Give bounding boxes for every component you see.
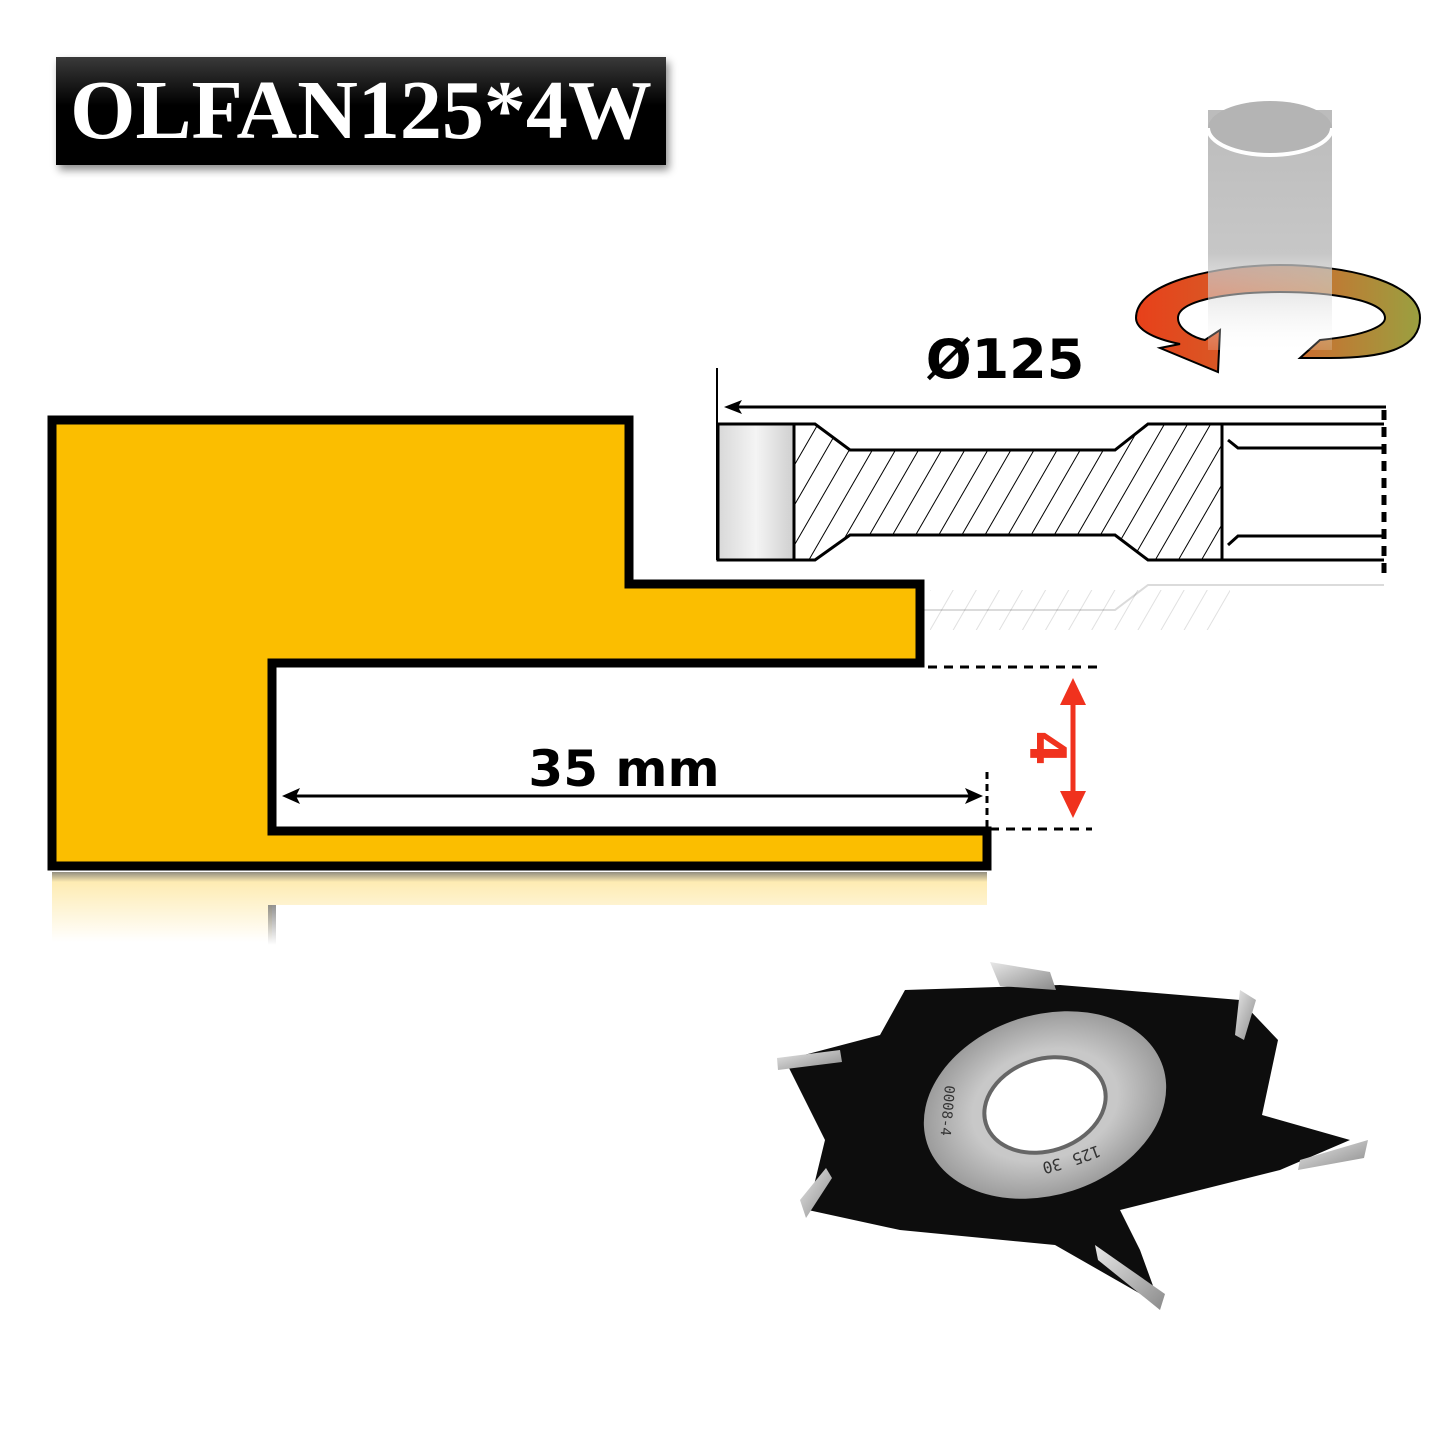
cutter-cross-section bbox=[716, 410, 1387, 630]
diameter-label: Ø125 bbox=[926, 328, 1085, 391]
groove-depth-label: 35 mm bbox=[528, 740, 719, 798]
groove-depth-dimension: 35 mm bbox=[282, 740, 989, 828]
diameter-dimension: Ø125 bbox=[716, 328, 1386, 560]
product-title-banner: OLFAN125*4W bbox=[56, 57, 666, 165]
rotation-arrow-icon bbox=[1134, 101, 1422, 374]
product-title: OLFAN125*4W bbox=[70, 64, 652, 157]
groove-width-label: 4 bbox=[1019, 731, 1077, 766]
workpiece-profile bbox=[47, 415, 992, 945]
cutter-product-image: 125 30 0008-4 bbox=[777, 962, 1368, 1310]
groove-width-dimension: 4 bbox=[928, 665, 1098, 831]
hub-marking-bore: 30 bbox=[1040, 1154, 1064, 1177]
hub-marking-code: 0008-4 bbox=[937, 1085, 957, 1137]
